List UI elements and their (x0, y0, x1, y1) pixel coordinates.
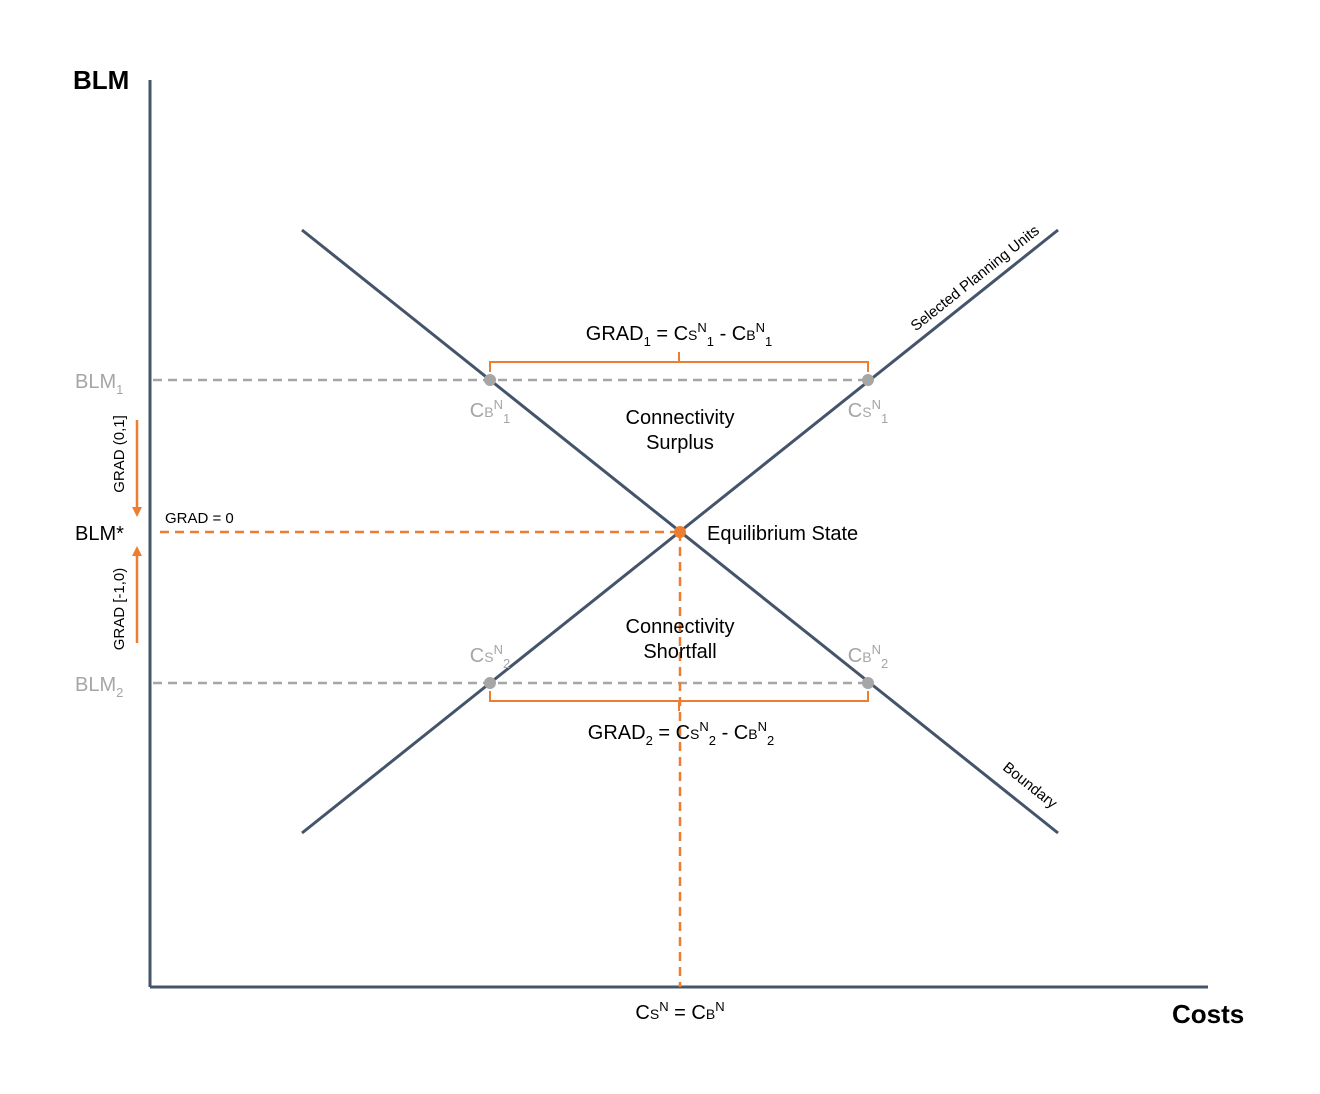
boundary-label: Boundary (999, 759, 1060, 813)
cs1-label: CSN1 (848, 397, 888, 426)
equilibrium-cost-label: CSN = CBN (635, 999, 724, 1024)
grad-zero-label: GRAD = 0 (165, 510, 234, 527)
cs2-point (484, 677, 496, 689)
grad2-bracket (489, 691, 869, 711)
cb2-point (862, 677, 874, 689)
equilibrium-point (674, 526, 686, 538)
selected-planning-units-label: Selected Planning Units (908, 222, 1043, 335)
x-axis-title: Costs (1172, 999, 1244, 1029)
cs1-point (862, 374, 874, 386)
blm1-label: BLM1 (75, 371, 123, 397)
grad1-bracket (489, 352, 869, 372)
cb1-label: CBN1 (470, 397, 510, 426)
cb2-label: CBN2 (848, 642, 888, 671)
grad2-formula: GRAD2 = CSN2 - CBN2 (588, 719, 774, 748)
cb1-point (484, 374, 496, 386)
cs2-label: CSN2 (470, 642, 510, 671)
y-axis-title: BLM (73, 65, 129, 95)
grad-down-label: GRAD (0,1] (111, 415, 128, 493)
grad-up-label: GRAD [-1,0) (111, 568, 128, 651)
blm-star-label: BLM* (75, 523, 124, 545)
equilibrium-label: Equilibrium State (707, 523, 858, 545)
blm2-label: BLM2 (75, 674, 123, 700)
grad1-formula: GRAD1 = CSN1 - CBN1 (586, 320, 772, 349)
